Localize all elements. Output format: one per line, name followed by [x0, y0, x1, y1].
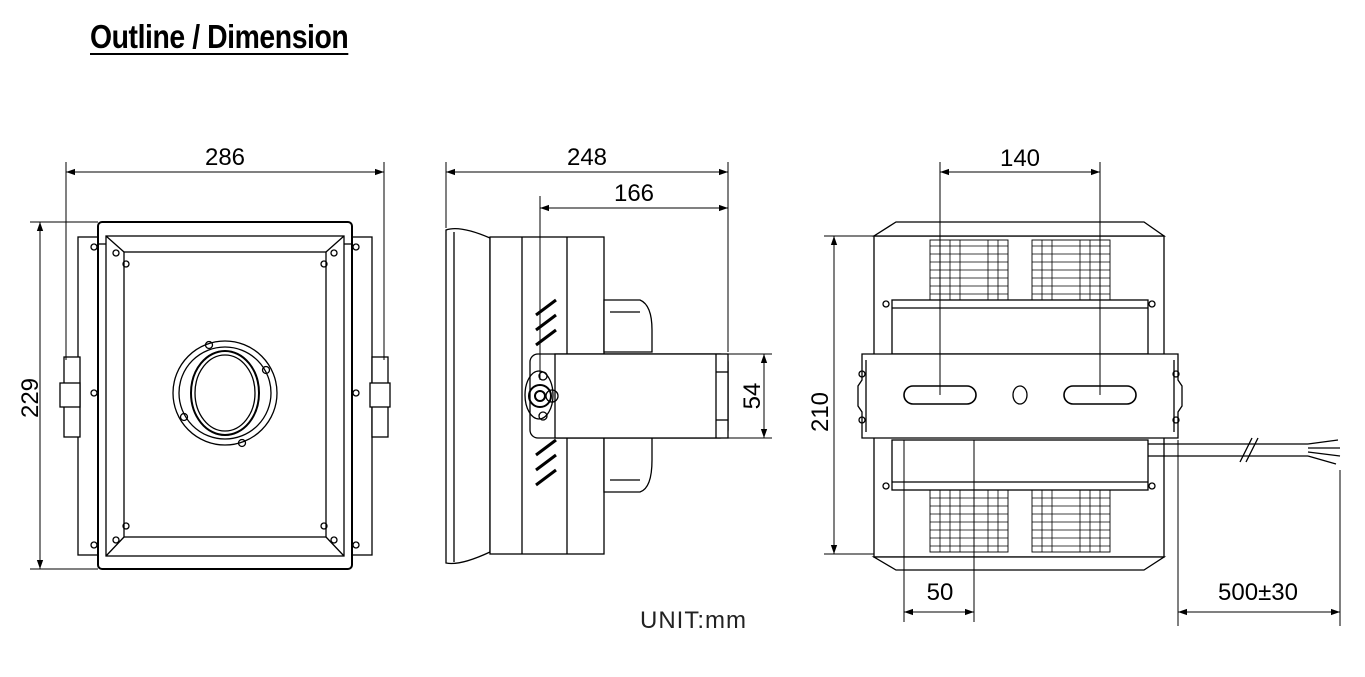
page-title: Outline / Dimension — [90, 18, 349, 55]
side-bracket-length-label: 166 — [614, 180, 654, 207]
top-height-label: 210 — [807, 392, 834, 432]
side-bracket-height-label: 54 — [739, 383, 766, 410]
side-view — [445, 227, 729, 565]
top-slot-spacing-label: 140 — [1000, 145, 1040, 172]
cable-length-label: 500±30 — [1218, 579, 1298, 606]
side-length-label: 248 — [567, 144, 607, 171]
front-width-label: 286 — [205, 144, 245, 171]
front-view — [59, 221, 391, 570]
front-height-label: 229 — [17, 378, 44, 418]
unit-label: UNIT:mm — [640, 607, 747, 634]
top-view — [857, 221, 1341, 571]
top-fin-offset-label: 50 — [927, 579, 954, 606]
